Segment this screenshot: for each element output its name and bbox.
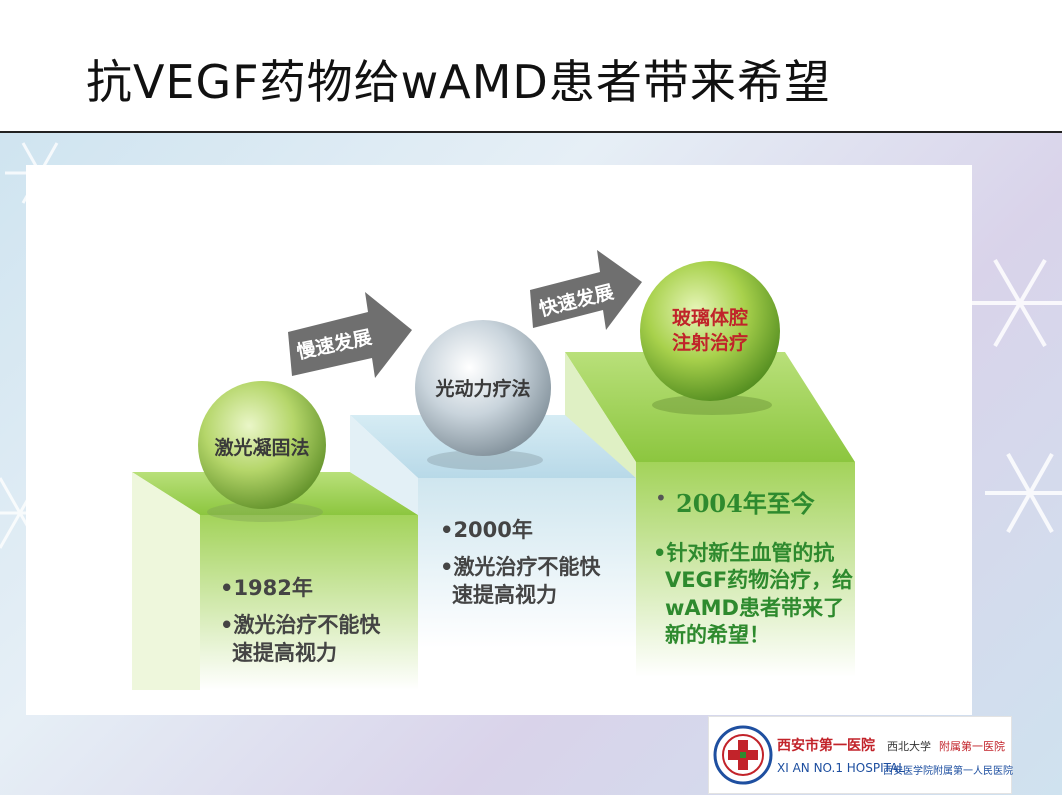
stage-3-year: 2004年至今 [676,489,815,518]
ball-2-shadow [427,450,543,470]
snowflake-icon [970,258,1062,348]
stage-3-year-bullet: • [655,486,667,510]
affiliation-cn: 附属第一医院 [939,740,1005,753]
hospital-name-cn: 西安市第一医院 [777,738,875,754]
step-3-top [565,352,855,462]
ball-1-label: 激光凝固法 [214,437,310,459]
stage-2-desc-2: 速提高视力 [452,582,557,607]
stage-3-text: •针对新生血管的抗 VEGF药物治疗，给 wAMD患者带来了 新的希望！ [653,540,853,649]
university-name-cn: 西北大学 [887,740,931,753]
step-3-side [565,352,636,478]
stage-2-year: •2000年 [440,518,533,542]
step-3-front [636,462,855,677]
hospital-name-en: XI AN NO.1 HOSPITAL [777,761,905,775]
snowflake-icon [985,453,1062,533]
ball-3-shadow [652,395,772,415]
stage-1-desc-2: 速提高视力 [232,640,337,665]
stage-2-desc-1: •激光治疗不能快 [440,555,601,580]
step-1-side [132,472,200,690]
title-divider [0,131,1062,133]
ball-3-label-line-1: 玻璃体腔 [671,307,748,329]
ball-3-label: 玻璃体腔 注射治疗 [650,306,770,355]
slide-title: 抗VEGF药物给wAMD患者带来希望 [86,55,831,109]
ball-3-label-line-2: 注射治疗 [671,331,748,354]
affiliation-cn-2: 西安医学院附属第一人民医院 [883,766,1013,777]
hospital-emblem-icon [713,725,773,785]
stage-3-desc-2: VEGF药物治疗，给 [665,568,854,593]
stage-1-desc-1: •激光治疗不能快 [220,613,381,638]
stage-3-desc-1: •针对新生血管的抗 [653,541,835,565]
step-2-front [418,478,636,648]
arrow-slow-shape [288,292,412,378]
step-2-side [350,415,418,515]
stage-3-desc-3: wAMD患者带来了 [665,595,844,620]
ball-1 [198,381,326,509]
ball-2-label: 光动力疗法 [435,378,531,400]
ball-2 [415,320,551,456]
ball-1-shadow [207,502,323,522]
hospital-logo: 西安市第一医院 西北大学 附属第一医院 XI AN NO.1 HOSPITAL … [708,716,1013,794]
arrow-fast-shape [530,250,642,330]
step-1-front [200,515,418,690]
stage-3-desc-4: 新的希望！ [665,622,770,647]
stage-2-text: •2000年 •激光治疗不能快 速提高视力 [440,517,600,609]
stage-1-text: •1982年 •激光治疗不能快 速提高视力 [220,575,380,667]
ball-3 [640,261,780,401]
stage-1-year: •1982年 [220,576,313,600]
